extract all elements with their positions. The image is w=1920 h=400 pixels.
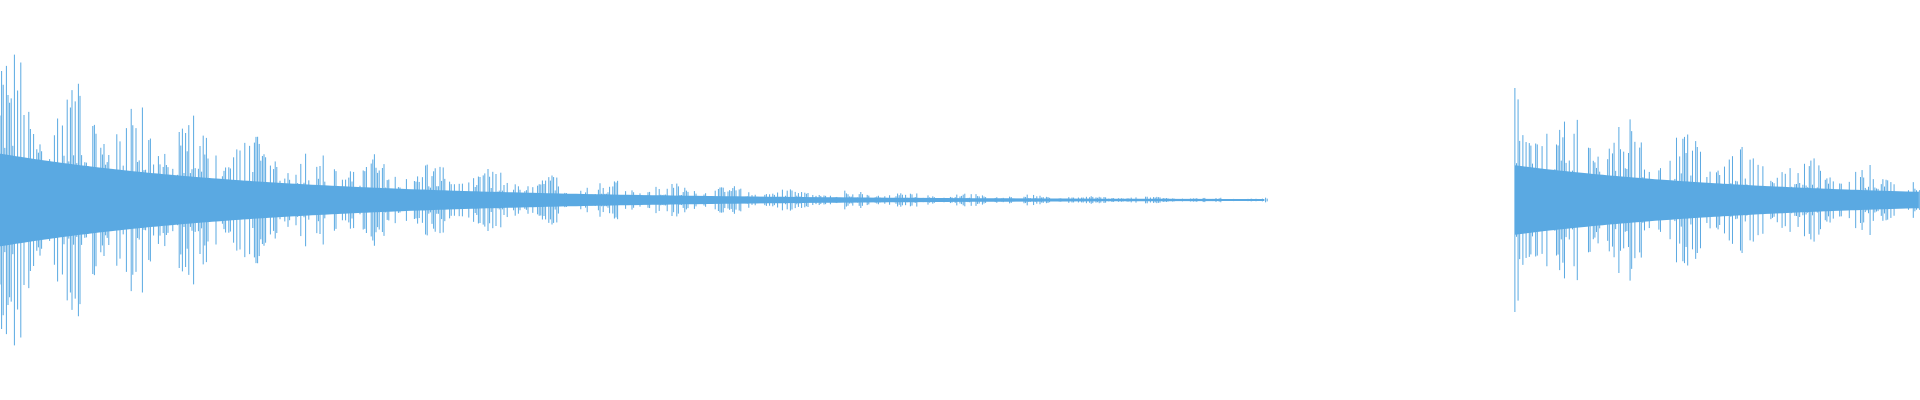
waveform-core [0,153,1264,247]
waveform-lines [0,54,1920,346]
waveform-core [1514,165,1919,235]
